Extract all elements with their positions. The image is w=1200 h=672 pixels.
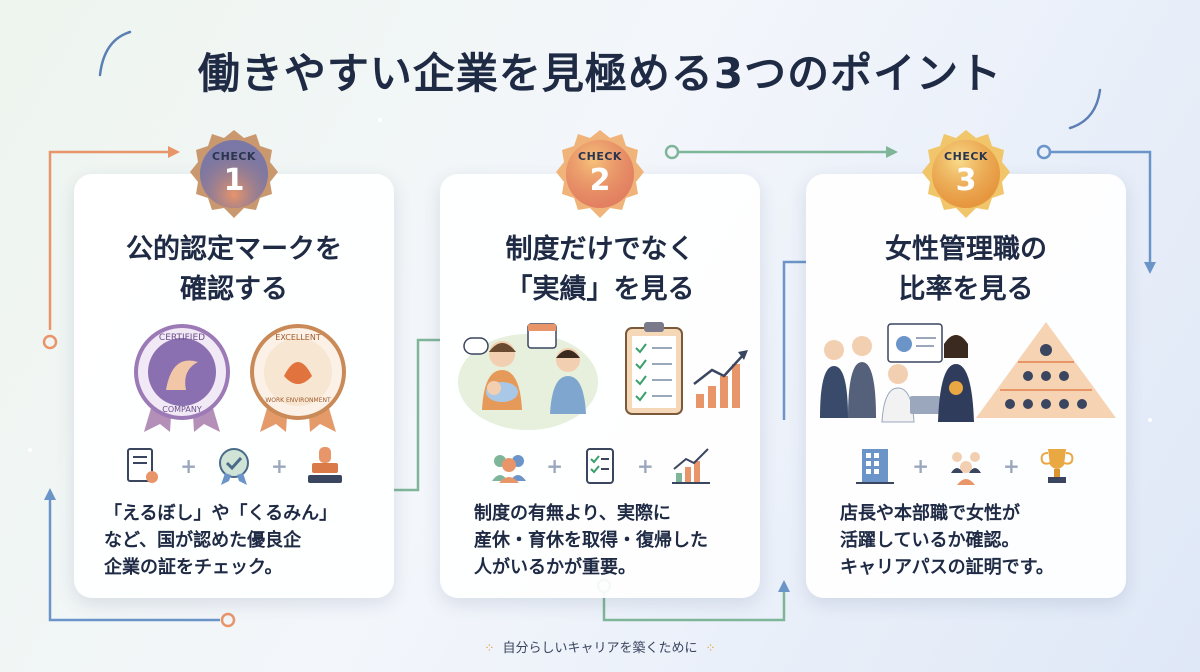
check-label: CHECK — [578, 150, 622, 163]
card-description: 店長や本部職で女性が 活躍しているか確認。 キャリアパスの証明です。 — [840, 503, 1054, 578]
rosette-icon — [219, 448, 249, 485]
card-description: 「えるぼし」や「くるみん」 など、国が認めた優良企 企業の証をチェック。 — [104, 503, 338, 578]
svg-text:WORK ENVIRONMENT: WORK ENVIRONMENT — [265, 397, 331, 404]
check-card-2: CHECK 2 制度だけでなく 「実績」を見る — [440, 130, 760, 598]
footer-tagline: ⁘自分らしいキャリアを築くために⁘ — [484, 641, 716, 656]
check-label: CHECK — [944, 150, 988, 163]
card-heading: 制度だけでなく 「実績」を見る — [505, 234, 695, 305]
women-managers-illustration — [820, 322, 1116, 423]
growth-chart-icon — [671, 448, 710, 484]
check-label: CHECK — [212, 150, 256, 163]
sparkle-icon: ⁘ — [484, 641, 495, 655]
page-title: 働きやすい企業を見極める3つのポイント — [197, 49, 1003, 98]
check-number: 3 — [955, 163, 977, 198]
sparkle-icon: ⁘ — [705, 641, 716, 655]
check-badge-1: CHECK 1 — [188, 128, 280, 220]
stamp-icon — [307, 447, 342, 483]
check-badge-2: CHECK 2 — [554, 128, 646, 220]
card-icon-row: + + — [440, 442, 760, 490]
card-icon-row: + + — [74, 442, 394, 490]
card-icon-row: + + — [806, 442, 1126, 490]
check-card-1: CHECK 1 公的認定マークを 確認する CERTIFIED COMPANY … — [74, 130, 394, 598]
check-card-3: CHECK 3 女性管理職の 比率を見る — [806, 130, 1126, 598]
certification-badges-illustration: CERTIFIED COMPANY EXCELLENT WORK ENVIRON… — [134, 324, 346, 432]
svg-text:COMPANY: COMPANY — [162, 405, 202, 414]
checklist-icon — [586, 448, 614, 484]
certificate-icon — [127, 448, 159, 483]
card-heading: 女性管理職の 比率を見る — [885, 234, 1047, 305]
people-group-icon — [492, 455, 527, 483]
check-badge-3: CHECK 3 — [920, 128, 1012, 220]
team-icon — [951, 452, 981, 485]
card-description: 制度の有無より、実際に 産休・育休を取得・復帰した 人がいるかが重要。 — [474, 503, 708, 578]
check-number: 1 — [223, 163, 245, 198]
check-number: 2 — [589, 163, 611, 198]
office-building-icon — [856, 449, 895, 484]
svg-text:CERTIFIED: CERTIFIED — [159, 333, 205, 343]
parental-leave-illustration — [458, 322, 748, 430]
svg-text:EXCELLENT: EXCELLENT — [275, 333, 321, 342]
card-heading: 公的認定マークを 確認する — [126, 234, 342, 305]
trophy-icon — [1040, 449, 1074, 483]
